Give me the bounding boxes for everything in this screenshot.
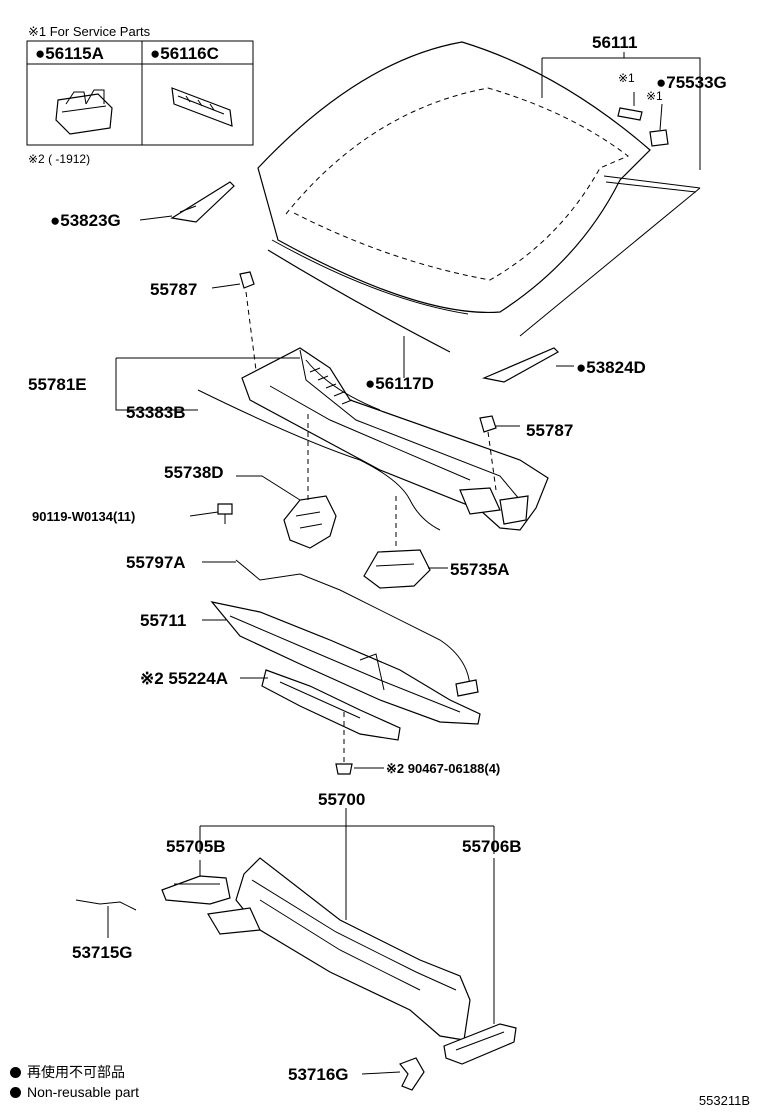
bracket-55735a [363,496,448,589]
hose-55797a [202,559,479,697]
clip-90467 [335,763,384,775]
label-55224a: ※2 55224A [140,669,228,688]
label-53383b: 53383B [126,403,186,422]
diagram-code: 553211B [698,1093,750,1108]
bracket-55738d [236,414,337,549]
legend-jp: 再使用不可部品 [10,1062,125,1082]
label-55711: 55711 [140,611,186,630]
bullet-icon [10,1086,21,1098]
service-part-1-label: ●56115A [35,44,104,63]
label-55797a: 55797A [126,553,186,572]
label-55705b: 55705B [166,837,226,856]
label-75533g: ●75533G [656,73,727,92]
legend-en-text: Non-reusable part [27,1084,140,1100]
windshield-glass-56111 [257,41,701,353]
service-part-2-label: ●56116C [150,44,219,63]
label-55787-right: 55787 [526,421,573,440]
cowl-assembly-55700 [199,808,495,1041]
clip-55787-top [211,271,257,371]
label-56111: 56111 [592,33,637,52]
clip-55787-right [479,415,520,491]
seal-53383b [197,389,441,531]
bracket-55706b [443,858,517,1065]
label-56117d: ●56117D [365,374,434,393]
label-53715g: 53715G [72,943,133,962]
label-90467: ※2 90467-06188(4) [386,761,500,776]
legend-jp-text: 再使用不可部品 [27,1064,125,1080]
label-53823g: ●53823G [50,211,121,230]
seal-53715g [75,899,137,938]
label-53716g: 53716G [288,1065,349,1084]
service-box-title: ※1 For Service Parts [28,24,151,39]
label-55738d: 55738D [164,463,224,482]
label-mark-1b: ※1 [646,89,663,103]
label-90119: 90119-W0134(11) [32,509,135,524]
cowl-panel-55224a [240,669,401,764]
label-55735a: 55735A [450,560,510,579]
label-55706b: 55706B [462,837,522,856]
bolt-90119 [189,503,233,524]
service-box-note: ※2 ( -1912) [28,152,90,166]
cowl-panel-55711 [202,601,481,725]
side-cover-53824d [481,347,574,383]
bullet-icon [10,1066,21,1078]
legend-en: Non-reusable part [10,1084,139,1100]
cowl-top-panel-55781e [115,347,549,531]
side-cover-53823g [139,181,235,223]
service-parts-box: ※1 For Service Parts ●56115A ●56116C ※2 … [26,24,254,166]
label-53824d: ●53824D [576,358,646,377]
label-55700: 55700 [318,790,365,809]
label-55787-top: 55787 [150,280,197,299]
clip-56116c-illustration [171,87,233,127]
label-55781e: 55781E [28,375,87,394]
seal-53716g [361,1057,425,1091]
bracket-55705b [161,860,231,905]
label-mark-1a: ※1 [618,71,635,85]
clip-56115a-illustration [55,89,113,135]
